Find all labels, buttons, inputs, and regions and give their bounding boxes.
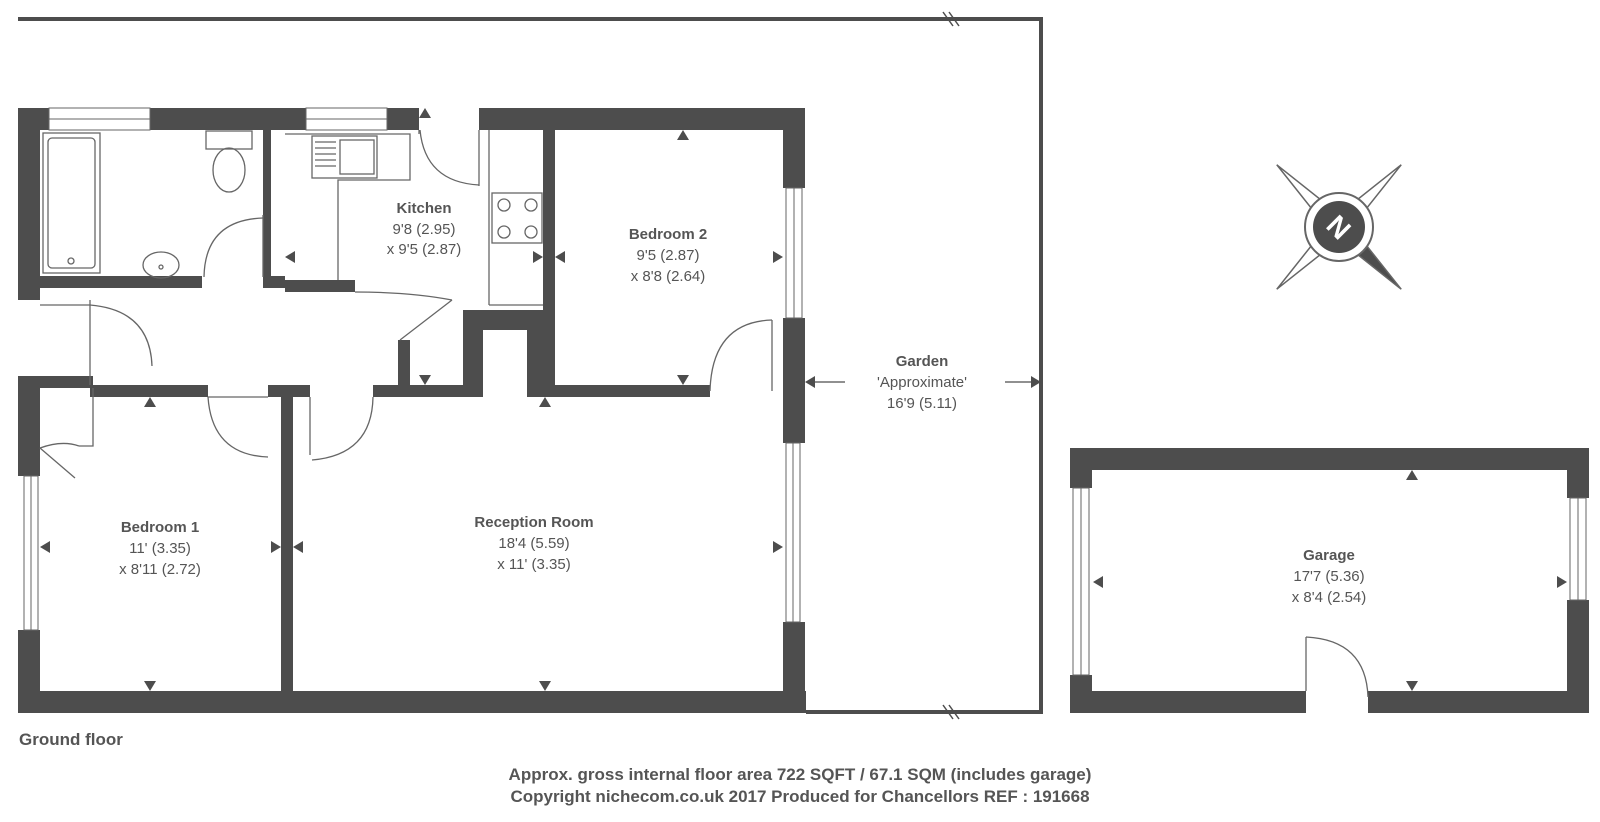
boundary-break-marks: [942, 11, 960, 720]
room-name: Bedroom 1: [121, 519, 199, 536]
room-dimension: 11' (3.35): [129, 540, 191, 557]
room-dimension: 17'7 (5.36): [1293, 568, 1364, 585]
floor-label: Ground floor: [19, 730, 123, 749]
room-name: Garden: [896, 353, 949, 370]
garage-openings: [1072, 487, 1587, 676]
room-dimension: x 8'4 (2.54): [1292, 589, 1367, 606]
room-label-kitchen: Kitchen 9'8 (2.95) x 9'5 (2.87): [387, 200, 462, 258]
room-name: Bedroom 2: [629, 226, 707, 243]
floor-area-text: Approx. gross internal floor area 722 SQ…: [508, 765, 1092, 784]
room-label-garage: Garage 17'7 (5.36) x 8'4 (2.54): [1292, 547, 1367, 606]
room-note: 'Approximate': [877, 374, 967, 391]
room-name: Garage: [1303, 547, 1355, 564]
room-dimension: 18'4 (5.59): [498, 535, 569, 552]
windows: [23, 107, 803, 631]
floor-plan: N Kitchen 9'8 (2.95) x 9'5 (2.87) Bedroo…: [18, 11, 1589, 720]
room-name: Kitchen: [396, 200, 451, 217]
room-dimension: x 8'8 (2.64): [631, 268, 706, 285]
kitchen-fixtures: [285, 130, 543, 306]
bathroom-fixtures: [42, 130, 253, 279]
copyright-text: Copyright nichecom.co.uk 2017 Produced f…: [510, 787, 1090, 806]
room-dimension: 16'9 (5.11): [887, 395, 957, 412]
room-label-garden: Garden 'Approximate' 16'9 (5.11): [877, 353, 967, 412]
room-dimension: x 8'11 (2.72): [119, 561, 201, 578]
room-label-bedroom-1: Bedroom 1 11' (3.35) x 8'11 (2.72): [119, 519, 201, 578]
room-label-bedroom-2: Bedroom 2 9'5 (2.87) x 8'8 (2.64): [629, 226, 707, 285]
footer: Approx. gross internal floor area 722 SQ…: [0, 764, 1600, 808]
dimension-arrows: [40, 108, 1567, 691]
house-walls: [18, 108, 806, 713]
room-dimension: 9'5 (2.87): [637, 247, 700, 264]
site-boundary: [18, 17, 1043, 714]
room-dimension: 9'8 (2.95): [393, 221, 456, 238]
room-label-reception-room: Reception Room 18'4 (5.59) x 11' (3.35): [474, 514, 593, 573]
garage-door: [1305, 636, 1369, 698]
room-dimension: x 11' (3.35): [497, 556, 570, 573]
compass-icon: [1276, 164, 1402, 290]
room-dimension: x 9'5 (2.87): [387, 241, 462, 258]
room-name: Reception Room: [474, 514, 593, 531]
garage-walls: [1070, 448, 1589, 713]
doors: [39, 129, 773, 479]
